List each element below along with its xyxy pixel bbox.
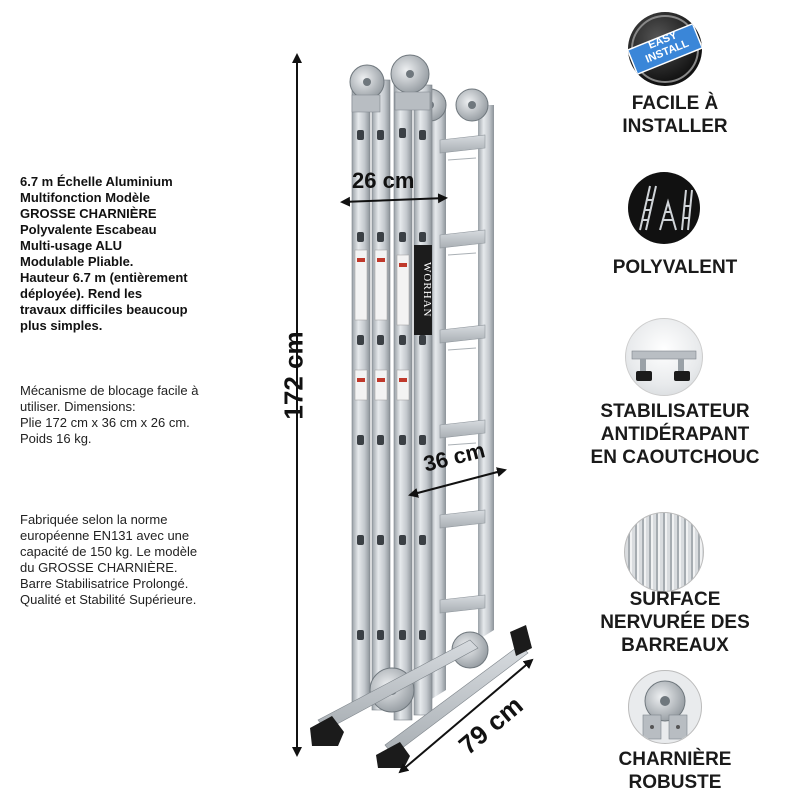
feature-label-easy-install: FACILE À INSTALLER: [622, 93, 728, 137]
brand-label: WORHAN: [421, 262, 433, 318]
hinge-icon: [628, 670, 702, 744]
base-dimension-line: [398, 658, 534, 774]
ribbed-surface-icon: [624, 512, 704, 592]
ladder-back-section: [413, 88, 494, 700]
ladder-configurations-icon: [628, 172, 700, 244]
feature-label-ribbed-surface: SURFACE NERVURÉE DES BARREAUX: [600, 589, 750, 656]
height-dimension-label: 172 cm: [278, 331, 309, 420]
easy-install-badge-icon: EASY INSTALL: [628, 12, 702, 86]
description-paragraph-3: Fabriquée selon la norme européenne EN13…: [20, 512, 198, 607]
feature-label-rubber-stabilizer: STABILISATEUR ANTIDÉRAPANT EN CAOUTCHOUC: [590, 401, 760, 468]
rubber-feet-icon: [625, 318, 703, 396]
width-dimension-label: 26 cm: [352, 168, 415, 193]
description-paragraph-1: 6.7 m Échelle Aluminium Multifonction Mo…: [20, 174, 188, 333]
feature-label-hinge: CHARNIÈRE ROBUSTE: [618, 749, 732, 793]
ladder-front-section: [349, 54, 489, 721]
feature-label-polyvalent: POLYVALENT: [612, 257, 738, 278]
description-paragraph-2: Mécanisme de blocage facile à utiliser. …: [20, 383, 199, 446]
depth-dimension-line: [408, 467, 507, 498]
width-dimension-line: [340, 193, 448, 207]
